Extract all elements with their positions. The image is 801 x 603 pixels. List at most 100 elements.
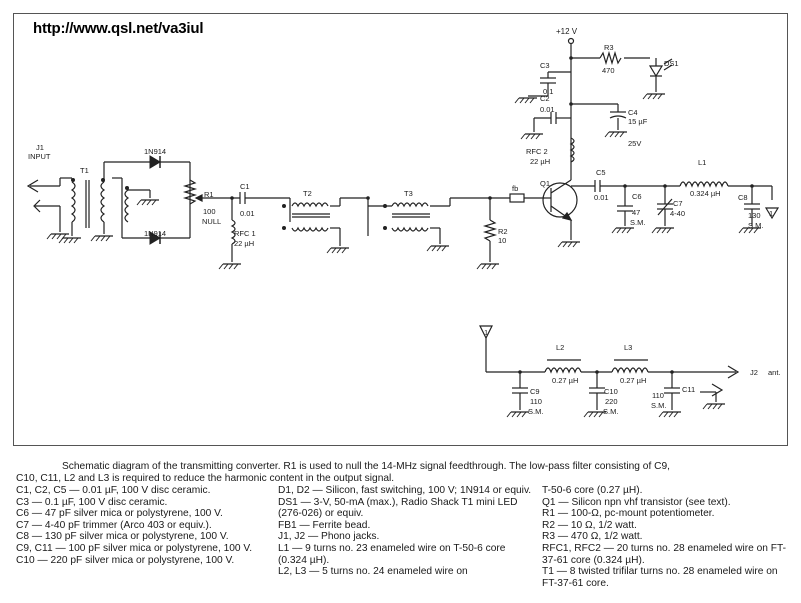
c2-label: C2 — [540, 94, 550, 103]
c1-label: C1 — [240, 182, 250, 191]
c5-value: 0.01 — [594, 193, 609, 202]
parts-entry: T-50-6 core (0.27 µH). — [542, 485, 643, 496]
parts-entry: RFC1, RFC2 — 20 turns no. 28 enameled wi… — [542, 542, 787, 566]
l3-value: 0.27 µH — [620, 376, 646, 385]
c9-value: 110 — [530, 397, 542, 406]
t3-primary — [391, 202, 429, 208]
c2-value: 0.01 — [540, 105, 555, 114]
rfc1-coil — [230, 219, 236, 245]
c8-sm: S.M. — [748, 221, 763, 230]
t1-winding-primary — [70, 181, 76, 223]
parts-column-2: D1, D2 — Silicon, fast switching, 100 V;… — [278, 485, 533, 578]
r1-potentiometer — [182, 179, 198, 205]
parts-column-1: C1, C2, C5 — 0.01 µF, 100 V disc ceramic… — [16, 485, 271, 566]
t1-winding-secondary — [100, 181, 106, 223]
l2-coil — [544, 367, 582, 374]
c7-value: 4-40 — [670, 209, 685, 218]
parts-entry: C1, C2, C5 — 0.01 µF, 100 V disc ceramic… — [16, 485, 211, 496]
c5-label: C5 — [596, 168, 606, 177]
t1-label: T1 — [80, 166, 89, 175]
diagram-border — [13, 13, 788, 446]
c6-value: 47 — [632, 208, 640, 217]
l1-value: 0.324 µH — [690, 189, 721, 198]
t2-primary — [291, 202, 329, 208]
caption-line-2: C10, C11, L2 and L3 is required to reduc… — [16, 472, 395, 484]
caption-heading: Schematic diagram of the transmitting co… — [16, 461, 786, 484]
r3-label: R3 — [604, 43, 614, 52]
r1-value: 100 — [203, 207, 216, 216]
l2-value: 0.27 µH — [552, 376, 578, 385]
l3-coil — [611, 367, 649, 374]
c7-label: C7 — [673, 199, 683, 208]
parts-entry: DS1 — 3-V, 50-mA (max.), Radio Shack T1 … — [278, 496, 518, 520]
rfc2-coil — [569, 137, 575, 163]
c10-label: C10 — [604, 387, 618, 396]
r1-null: NULL — [202, 217, 221, 226]
ferrite-bead — [509, 193, 525, 203]
parts-column-3: T-50-6 core (0.27 µH). Q1 — Silicon npn … — [542, 485, 791, 589]
l2-label: L2 — [556, 343, 564, 352]
d2-diode — [149, 231, 161, 245]
parts-entry: L2, L3 — 5 turns no. 24 enameled wire on — [278, 566, 468, 578]
c11-label: C11 — [682, 385, 695, 394]
parts-entry: L1 — 9 turns no. 23 enameled wire on T-5… — [278, 542, 506, 566]
conn-in-label: 1 — [484, 328, 488, 337]
c9-sm: S.M. — [528, 407, 543, 416]
rfc2-value: 22 µH — [530, 157, 550, 166]
t2-secondary — [291, 226, 329, 232]
t2-label: T2 — [303, 189, 312, 198]
rfc1-label: RFC 1 — [234, 229, 256, 238]
c10-value: 220 — [605, 397, 618, 406]
schematic-diagram: +12 V J1 INPUT J2 ant. T1 T2 T3 1N914 1N… — [13, 13, 788, 446]
c3-label: C3 — [540, 61, 550, 70]
parts-entry: R1 — 100-Ω, pc-mount potentiometer. — [542, 508, 715, 520]
parts-entry: C8 — 130 pF silver mica or polystyrene, … — [16, 531, 229, 543]
d1-diode — [149, 155, 161, 169]
caption-line-1: Schematic diagram of the transmitting co… — [62, 461, 670, 472]
l3-label: L3 — [624, 343, 632, 352]
t3-secondary — [391, 226, 429, 232]
ds1-led — [648, 65, 664, 78]
d2-label: 1N914 — [144, 229, 166, 238]
parts-entry: T1 — 8 twisted trifilar turns no. 28 ena… — [542, 566, 778, 589]
t3-label: T3 — [404, 189, 413, 198]
parts-entry: C7 — 4-40 pF trimmer (Arco 403 or equiv.… — [16, 519, 212, 531]
j2-connector — [727, 365, 740, 379]
c10-sm: S.M. — [603, 407, 618, 416]
c4-value: 15 µF — [628, 117, 648, 126]
d1-label: 1N914 — [144, 147, 166, 156]
conn-1-in — [479, 325, 493, 340]
parts-entry: FB1 — Ferrite bead. — [278, 519, 371, 531]
l1-label: L1 — [698, 158, 706, 167]
r2-value: 10 — [498, 236, 506, 245]
parts-entry: C3 — 0.1 µF, 100 V disc ceramic. — [16, 496, 168, 508]
parts-entry: C10 — 220 pF silver mica or polystyrene,… — [16, 554, 235, 566]
supply-label: +12 V — [556, 27, 578, 36]
c4-label: C4 — [628, 108, 638, 117]
r3-value: 470 — [602, 66, 615, 75]
parts-entry: C6 — 47 pF silver mica or polystyrene, 1… — [16, 508, 223, 520]
c6-sm: S.M. — [630, 218, 645, 227]
c11-sm: S.M. — [651, 401, 666, 410]
c4-voltage: 25V — [628, 139, 641, 148]
r2-label: R2 — [498, 227, 508, 236]
c9-label: C9 — [530, 387, 540, 396]
r1-label: R1 — [204, 190, 214, 199]
c6-label: C6 — [632, 192, 642, 201]
parts-entry: R2 — 10 Ω, 1/2 watt. — [542, 519, 637, 531]
j2-ant-label: ant. — [768, 368, 781, 377]
r3-resistor — [599, 50, 622, 66]
q1-label: Q1 — [540, 179, 550, 188]
j1-input-label: INPUT — [28, 152, 51, 161]
rfc1-value: 22 µH — [234, 239, 254, 248]
parts-entry: D1, D2 — Silicon, fast switching, 100 V;… — [278, 485, 532, 496]
parts-entry: J1, J2 — Phono jacks. — [278, 531, 380, 543]
fb-label: fb — [512, 184, 518, 193]
source-url[interactable]: http://www.qsl.net/va3iul — [33, 20, 204, 37]
l1-coil — [679, 181, 729, 188]
parts-list: C1, C2, C5 — 0.01 µF, 100 V disc ceramic… — [16, 485, 791, 603]
conn-out-label: 1 — [769, 209, 773, 218]
j1-connector — [26, 179, 39, 193]
j2-label: J2 — [750, 368, 758, 377]
t1-tertiary — [124, 189, 130, 223]
